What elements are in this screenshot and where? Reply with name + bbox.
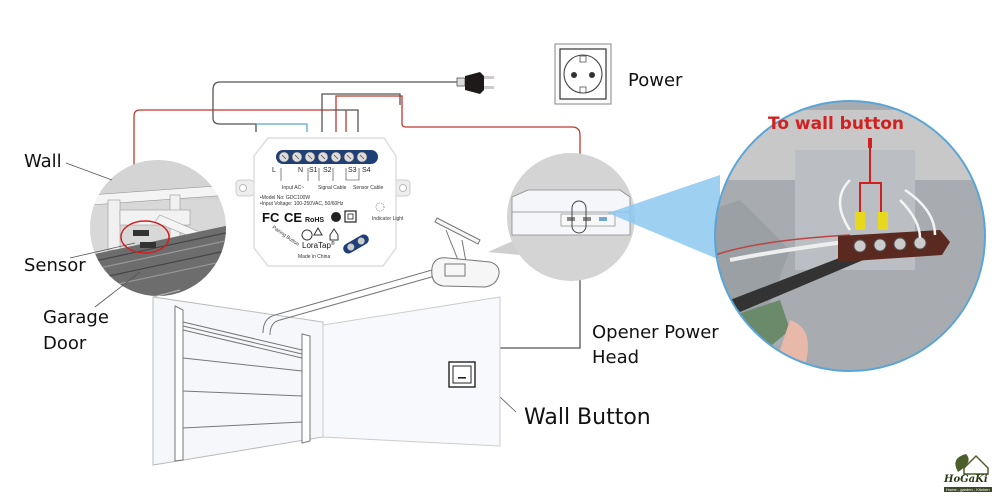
input-voltage: •Input Voltage: 100-250VAC, 50/60Hz	[260, 201, 344, 207]
terminal-S2: S2	[323, 167, 332, 174]
neutral-wire-blue	[256, 123, 308, 132]
wall-button-icon	[448, 361, 476, 388]
opener-photo	[714, 100, 986, 372]
signal-wire-gray	[321, 93, 401, 132]
label-wall: Wall	[24, 151, 62, 172]
label-opener-line1: Opener Power	[592, 322, 719, 343]
label-sensor: Sensor	[24, 255, 86, 276]
terminal-N: N	[298, 167, 303, 174]
opener-callout	[488, 153, 635, 281]
smart-garage-module: L N S1 S2 S3 S4 Input AC~ Signal Cable S…	[235, 137, 411, 267]
hogaki-logo: HoGaKi Home - garden - Kitchen	[944, 448, 998, 494]
label-opener-power-head: Opener Power Head	[592, 322, 719, 368]
zoom-beam	[608, 175, 720, 260]
signal-cable-label: Signal Cable	[318, 185, 347, 191]
terminal-L: L	[272, 167, 276, 174]
terminal-S1: S1	[309, 167, 318, 174]
svg-text:CE: CE	[284, 210, 302, 225]
garage-door-frame-right	[301, 333, 311, 444]
label-garage-door-line1: Garage	[43, 307, 109, 328]
sensor-cable-label: Sensor Cable	[353, 185, 384, 191]
plug-icon	[456, 72, 494, 94]
terminal-S4: S4	[362, 167, 371, 174]
leaf-house-icon	[955, 454, 989, 475]
svg-text:FC: FC	[262, 210, 280, 225]
wires	[133, 81, 581, 362]
sensor-wire-red	[133, 109, 332, 228]
opener-rail	[262, 269, 433, 334]
sensor-highlight-ring	[120, 220, 170, 254]
logo-name: HoGaKi	[944, 474, 988, 485]
sensor-wire-gray-2	[332, 109, 359, 132]
label-to-wall-button: To wall button	[768, 114, 904, 134]
label-power: Power	[628, 70, 683, 91]
wall-button-bracket	[859, 145, 882, 212]
label-garage-door-line2: Door	[43, 332, 87, 354]
opener-head	[431, 217, 500, 288]
indicator-light-label: Indicator Light	[372, 216, 404, 222]
right-wall	[322, 296, 501, 447]
logo-tagline: Home - garden - Kitchen	[944, 487, 992, 492]
signal-wire-red	[335, 95, 581, 210]
label-garage-door: Garage Door	[43, 307, 109, 354]
power-socket-icon	[554, 43, 612, 105]
pairing-button	[343, 234, 369, 254]
certification-marks: FC CE RoHS	[262, 210, 357, 225]
model-no: •Model No: GDC100W	[260, 195, 310, 201]
made-in-china: Made in China	[298, 254, 330, 260]
label-wall-button: Wall Button	[524, 405, 651, 430]
sensor-callout	[90, 160, 226, 296]
svg-text:RoHS: RoHS	[305, 217, 324, 224]
terminal-S3: S3	[348, 167, 357, 174]
input-ac-label: Input AC~	[282, 185, 304, 191]
brand-name: LoraTap®	[302, 240, 335, 250]
power-wire	[212, 81, 466, 132]
garage-door-frame-left	[174, 305, 184, 462]
label-opener-line2: Head	[592, 346, 640, 368]
garage-scene	[152, 217, 501, 466]
